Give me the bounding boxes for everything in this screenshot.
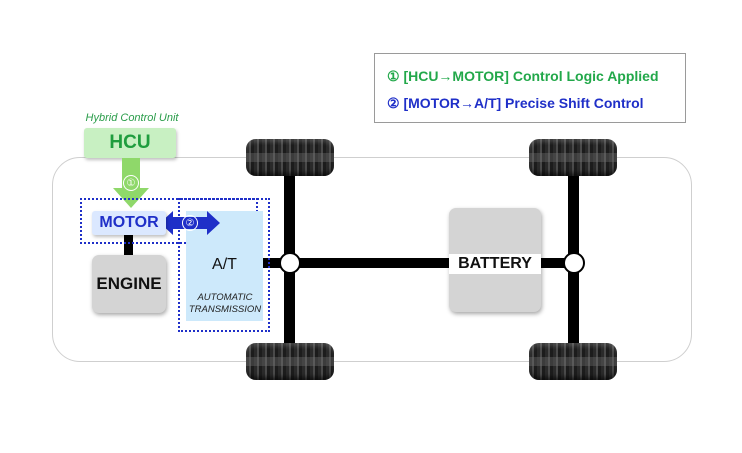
engine-motor-link bbox=[124, 234, 133, 256]
battery-label: BATTERY bbox=[449, 254, 541, 274]
motor-box: MOTOR bbox=[92, 211, 166, 235]
transmission-label: A/T bbox=[212, 256, 237, 273]
legend-box: ① [HCU→MOTOR] Control Logic Applied ② [M… bbox=[374, 53, 686, 123]
rear-bottom-tire bbox=[529, 343, 617, 380]
hcu-box: HCU bbox=[84, 128, 176, 158]
automatic-transmission-box bbox=[186, 211, 263, 321]
front-top-tire bbox=[246, 139, 334, 176]
engine-box: ENGINE bbox=[92, 255, 166, 313]
hcu-caption: Hybrid Control Unit bbox=[85, 112, 179, 124]
front-bottom-tire bbox=[246, 343, 334, 380]
step-one-marker: ① bbox=[123, 175, 139, 191]
rear-differential-joint bbox=[563, 252, 585, 274]
drive-shaft bbox=[263, 258, 575, 268]
front-differential-joint bbox=[279, 252, 301, 274]
transmission-group-outline bbox=[178, 198, 270, 332]
legend-line-hcu-motor: ① [HCU→MOTOR] Control Logic Applied bbox=[387, 68, 659, 84]
legend-line-motor-at: ② [MOTOR→A/T] Precise Shift Control bbox=[387, 95, 644, 111]
transmission-sublabel: AUTOMATIC TRANSMISSION bbox=[188, 292, 262, 315]
step-two-marker: ② bbox=[182, 215, 198, 231]
rear-top-tire bbox=[529, 139, 617, 176]
